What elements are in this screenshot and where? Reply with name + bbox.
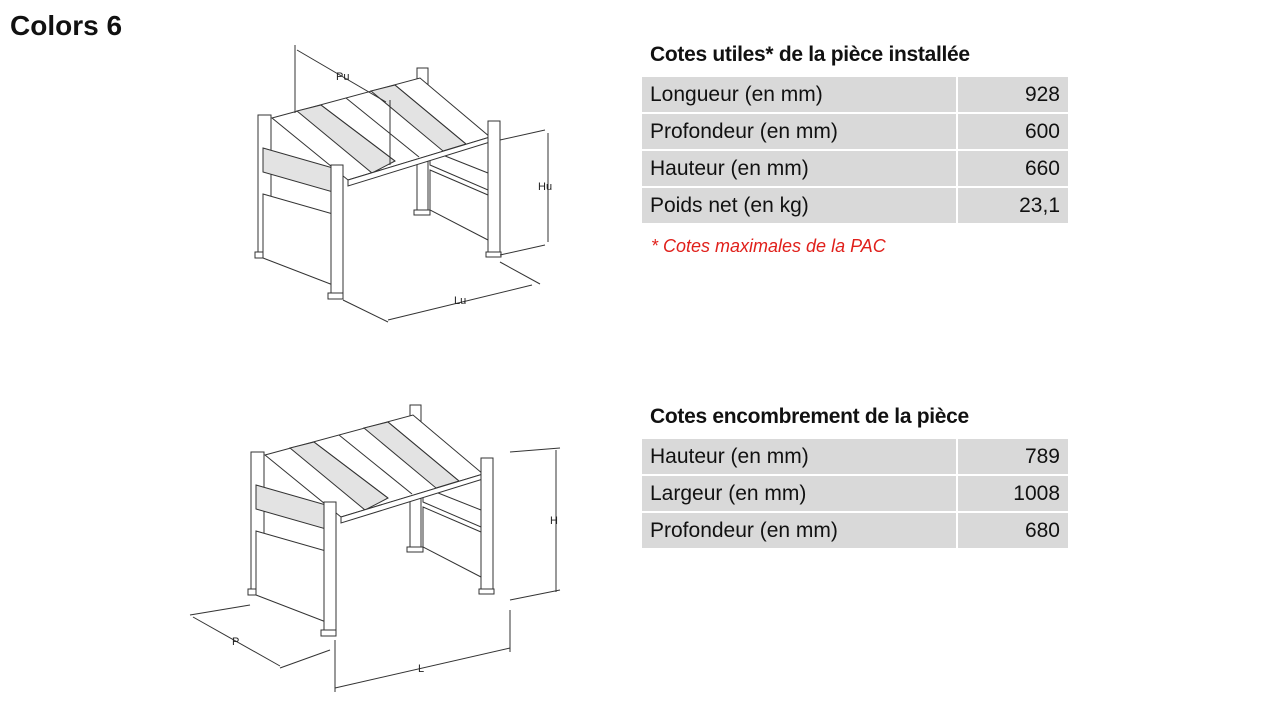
height-label: H — [550, 515, 558, 527]
length-label: Lu — [454, 295, 466, 307]
bench-figure-overall: H P L — [189, 404, 561, 692]
table-row: Longueur (en mm)928 — [640, 75, 1070, 114]
table-row: Poids net (en kg)23,1 — [640, 186, 1070, 225]
bench-figure-useful: Pu Hu Lu — [254, 45, 552, 323]
slide-title: Colors 6 — [10, 10, 123, 41]
depth-label: Pu — [336, 71, 349, 83]
table-row: Largeur (en mm)1008 — [640, 474, 1070, 513]
overall-dimensions-heading: Cotes encombrement de la pièce — [650, 405, 969, 428]
row-value: 1008 — [956, 474, 1070, 513]
table-row: Hauteur (en mm)789 — [640, 437, 1070, 476]
row-value: 789 — [956, 437, 1070, 476]
row-label: Hauteur (en mm) — [640, 149, 958, 188]
overall-dimensions-table: Hauteur (en mm)789 Largeur (en mm)1008 P… — [640, 437, 1070, 550]
row-value: 600 — [956, 112, 1070, 151]
table-row: Profondeur (en mm)680 — [640, 511, 1070, 550]
row-value: 928 — [956, 75, 1070, 114]
row-label: Poids net (en kg) — [640, 186, 958, 225]
useful-dimensions-heading: Cotes utiles* de la pièce installée — [650, 43, 970, 66]
row-label: Hauteur (en mm) — [640, 437, 958, 476]
table-row: Profondeur (en mm)600 — [640, 112, 1070, 151]
row-label: Longueur (en mm) — [640, 75, 958, 114]
height-label: Hu — [538, 181, 552, 193]
row-label: Largeur (en mm) — [640, 474, 958, 513]
row-label: Profondeur (en mm) — [640, 511, 958, 550]
footnote: * Cotes maximales de la PAC — [651, 236, 886, 256]
row-value: 660 — [956, 149, 1070, 188]
depth-label: P — [232, 636, 239, 648]
useful-dimensions-table: Longueur (en mm)928 Profondeur (en mm)60… — [640, 75, 1070, 225]
length-label: L — [418, 663, 424, 675]
row-value: 680 — [956, 511, 1070, 550]
table-row: Hauteur (en mm)660 — [640, 149, 1070, 188]
row-label: Profondeur (en mm) — [640, 112, 958, 151]
row-value: 23,1 — [956, 186, 1070, 225]
